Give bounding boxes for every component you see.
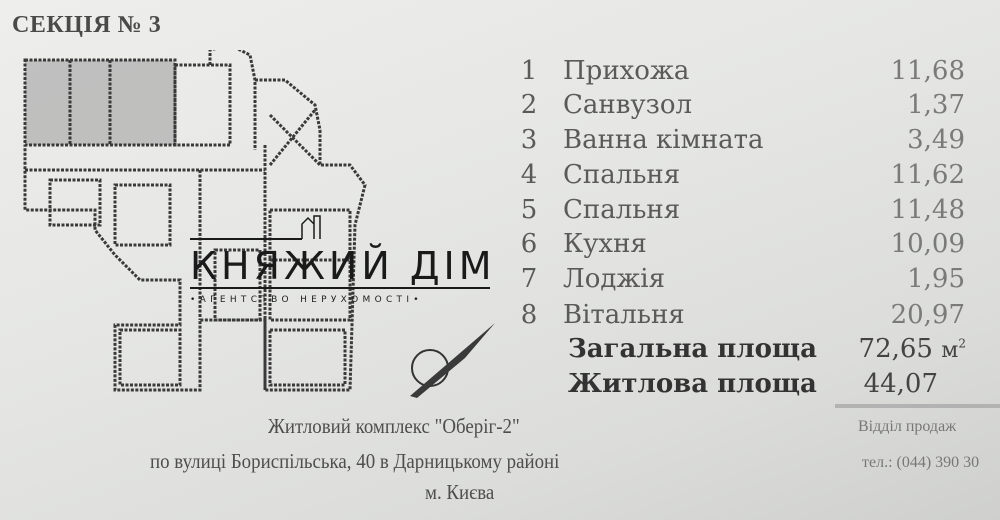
living-area-label: Житлова площа xyxy=(568,369,817,399)
logo-line-bottom xyxy=(190,287,490,289)
total-area-label: Загальна площа xyxy=(568,334,817,364)
sales-phone: тел.: (044) 390 30 xyxy=(862,454,980,471)
room-area: 1,95 xyxy=(907,264,965,294)
room-row: 6 Кухня 10,09 xyxy=(515,229,965,263)
footer-city: м. Києва xyxy=(425,480,495,504)
room-name: Ванна кімната xyxy=(563,125,764,155)
room-row: 4 Спальня 11,62 xyxy=(515,160,965,194)
living-area-row: Житлова площа 44,07 xyxy=(568,369,998,403)
room-number: 1 xyxy=(520,56,538,86)
room-row: 1 Прихожа 11,68 xyxy=(515,56,965,90)
room-area: 11,68 xyxy=(890,56,965,86)
room-number: 7 xyxy=(520,264,538,294)
room-area: 11,62 xyxy=(890,160,965,190)
room-name: Вітальня xyxy=(563,300,685,330)
room-name: Санвузол xyxy=(563,90,693,120)
room-number: 6 xyxy=(520,229,538,259)
room-area: 11,48 xyxy=(890,195,965,225)
total-area-row: Загальна площа 72,65 м2 xyxy=(568,334,998,368)
room-number: 4 xyxy=(520,160,538,190)
section-title: СЕКЦІЯ № 3 xyxy=(12,12,162,38)
logo-tagline: •АГЕНТСТВО НЕРУХОМОСТІ• xyxy=(190,295,423,305)
room-area: 20,97 xyxy=(890,300,965,330)
room-name: Лоджія xyxy=(563,264,665,294)
area-unit: м xyxy=(941,338,959,363)
sales-department: Відділ продаж xyxy=(858,418,957,435)
total-area-value: 72,65 xyxy=(858,334,933,364)
watermark-logo: КНЯЖИЙ ДІМ •АГЕНТСТВО НЕРУХОМОСТІ• xyxy=(190,212,500,312)
room-row: 7 Лоджія 1,95 xyxy=(515,264,965,298)
footer-complex: Житловий комплекс "Оберіг-2" xyxy=(268,414,520,438)
room-row: 5 Спальня 11,48 xyxy=(515,195,965,229)
north-arrow-icon xyxy=(410,323,495,398)
living-area-value: 44,07 xyxy=(863,369,938,399)
room-row: 2 Санвузол 1,37 xyxy=(515,90,965,124)
room-name: Спальня xyxy=(563,160,681,190)
room-row: 8 Вітальня 20,97 xyxy=(515,300,965,334)
room-number: 2 xyxy=(520,90,538,120)
room-row: 3 Ванна кімната 3,49 xyxy=(515,125,965,159)
room-area: 10,09 xyxy=(890,229,965,259)
divider xyxy=(835,404,1000,408)
logo-name: КНЯЖИЙ ДІМ xyxy=(190,244,496,288)
logo-line-top xyxy=(190,238,302,240)
room-area: 1,37 xyxy=(907,90,965,120)
room-area: 3,49 xyxy=(907,125,965,155)
room-number: 8 xyxy=(520,300,538,330)
room-number: 5 xyxy=(520,195,538,225)
room-name: Спальня xyxy=(563,195,681,225)
floor-plan xyxy=(23,50,367,392)
room-number: 3 xyxy=(520,125,538,155)
room-name: Кухня xyxy=(563,229,647,259)
room-name: Прихожа xyxy=(563,56,690,86)
area-unit-sup: 2 xyxy=(958,336,966,351)
footer-address: по вулиці Бориспільська, 40 в Дарницьком… xyxy=(150,449,560,473)
building-icon xyxy=(301,215,321,239)
